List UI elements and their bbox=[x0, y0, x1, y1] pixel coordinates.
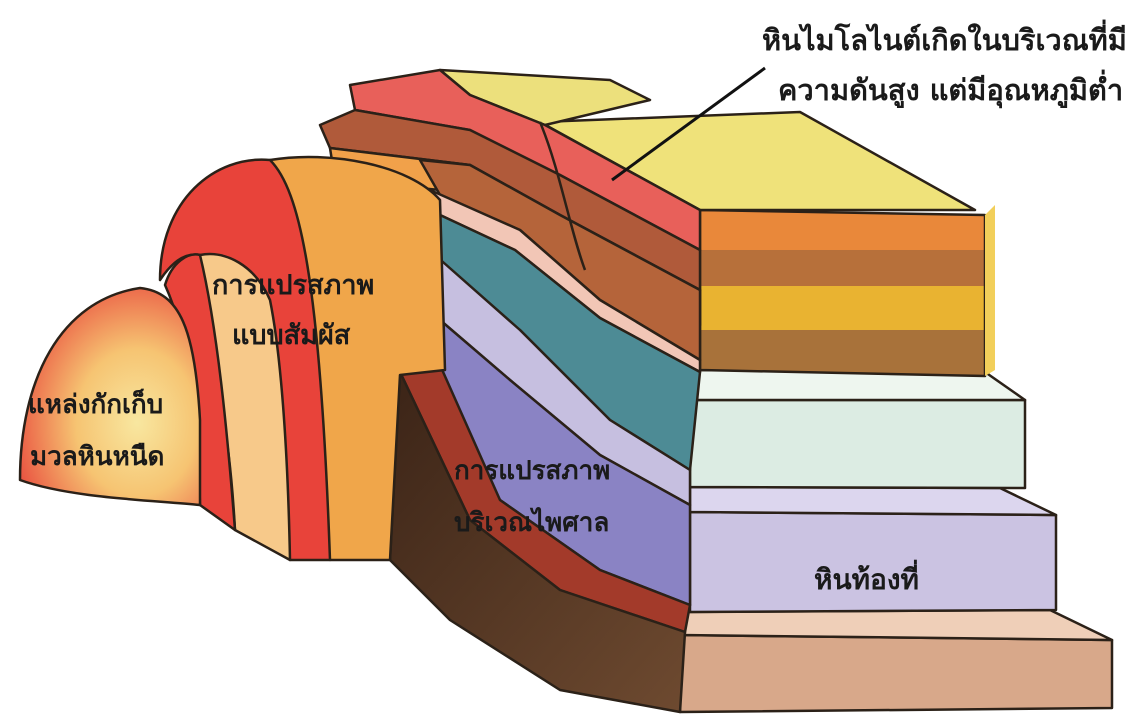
magma-chamber-label-line1: แหล่งกักเก็บ bbox=[28, 392, 163, 418]
layer-mint-front bbox=[690, 400, 1025, 488]
strata-ochre bbox=[700, 330, 985, 376]
regional-metamorphism-label-line1: การแปรสภาพ bbox=[454, 458, 610, 484]
strata-orange bbox=[700, 210, 985, 250]
layer-lavender-front bbox=[690, 512, 1056, 612]
layer-tan-front bbox=[680, 635, 1112, 712]
country-rock-label: หินท้องที่ bbox=[814, 566, 919, 594]
strata-yellow bbox=[700, 286, 985, 330]
layer-tan-top bbox=[680, 610, 1112, 640]
magma-chamber-group bbox=[20, 157, 445, 560]
contact-metamorphism-label-line2: แบบสัมผัส bbox=[232, 322, 350, 349]
layer-lavender-top bbox=[690, 487, 1056, 515]
mylonite-label-line2: ความดันสูง แต่มีอุณหภูมิต่ำ bbox=[778, 76, 1123, 105]
mylonite-label-line1: หินไมโลไนต์เกิดในบริเวณที่มี bbox=[762, 26, 1127, 55]
strata-side bbox=[985, 205, 995, 376]
regional-metamorphism-label-line2: บริเวณไพศาล bbox=[454, 510, 609, 536]
magma-chamber-label-line2: มวลหินหนืด bbox=[30, 444, 164, 470]
strata-brown bbox=[700, 250, 985, 286]
contact-metamorphism-label-line1: การแปรสภาพ bbox=[212, 272, 374, 299]
